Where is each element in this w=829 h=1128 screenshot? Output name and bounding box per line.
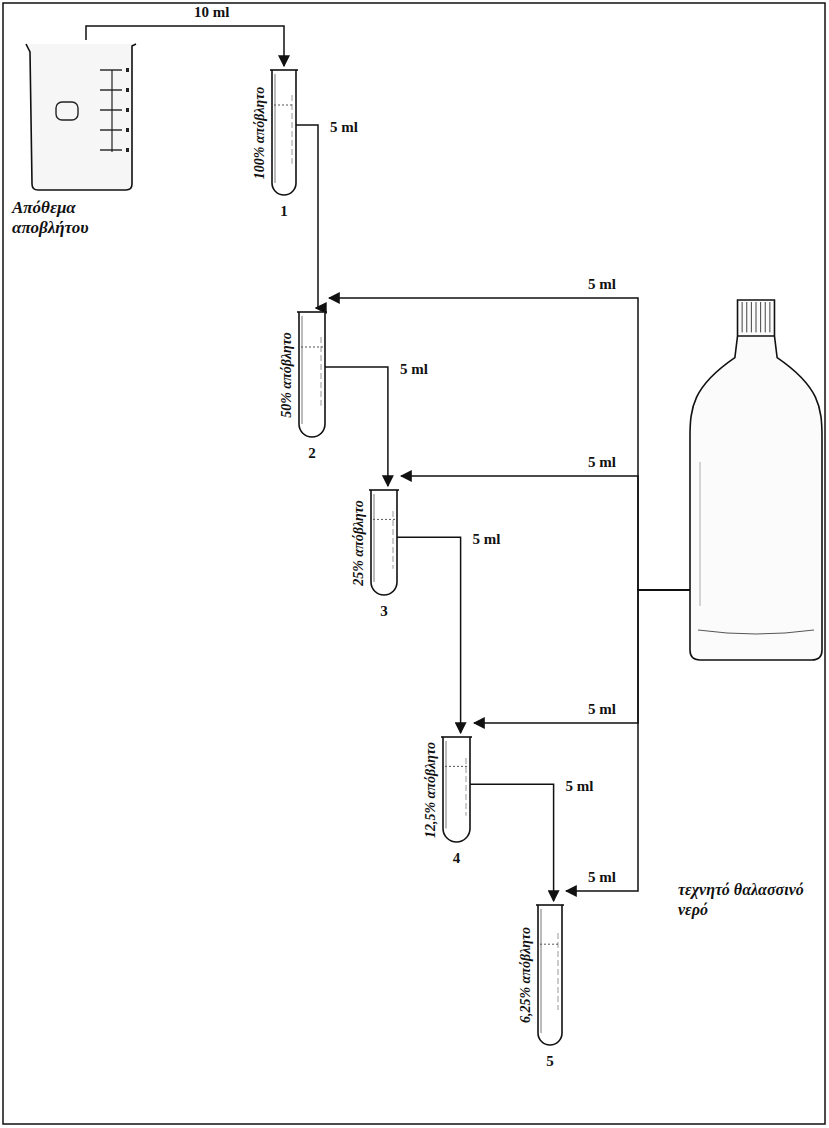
test-tube: 6,25% απόβλητο5	[538, 905, 562, 1045]
test-tube: 50% απόβλητο2	[299, 312, 325, 437]
volume-label: 5 ml	[471, 531, 503, 548]
volume-label: 5 ml	[586, 701, 618, 718]
volume-label: 5 ml	[586, 276, 618, 293]
tube-number: 2	[308, 445, 316, 462]
transfer-arrow	[296, 125, 318, 308]
transfer-arrow	[397, 537, 461, 733]
tube-outline	[443, 737, 470, 842]
tube-outline	[299, 312, 325, 437]
tube-number: 1	[280, 203, 288, 220]
seawater-bottle: τεχνητό θαλασσινό νερό	[690, 300, 822, 660]
tube-outline	[272, 70, 296, 195]
tube-outline	[371, 490, 397, 595]
transfer-arrow	[470, 784, 554, 901]
volume-label: 5 ml	[398, 361, 430, 378]
tube-outline	[538, 905, 562, 1045]
concentration-label: 50% απόβλητο	[279, 332, 295, 418]
test-tube: 25% απόβλητο3	[371, 490, 397, 595]
test-tube: 100% απόβλητο1	[272, 70, 296, 195]
concentration-label: 6,25% απόβλητο	[518, 927, 534, 1023]
transfer-arrow	[401, 476, 690, 590]
stock-label: Απόθεμα αποβλήτου	[12, 198, 132, 238]
transfer-arrow	[325, 367, 388, 486]
test-tube: 12,5% απόβλητο4	[443, 737, 470, 842]
seawater-label: τεχνητό θαλασσινό νερό	[678, 880, 818, 920]
volume-label: 10 ml	[192, 4, 231, 21]
concentration-label: 100% απόβλητο	[252, 86, 268, 179]
volume-label: 5 ml	[328, 119, 360, 136]
bottle-outline	[690, 300, 822, 660]
volume-label: 5 ml	[586, 869, 618, 886]
volume-label: 5 ml	[564, 778, 596, 795]
concentration-label: 12,5% απόβλητο	[423, 741, 439, 837]
transfer-arrow	[474, 590, 690, 723]
tube-number: 5	[546, 1053, 554, 1070]
volume-label: 5 ml	[586, 454, 618, 471]
border-rect	[3, 3, 825, 1124]
beaker-outline	[20, 40, 140, 190]
transfer-arrow	[566, 590, 690, 891]
concentration-label: 25% απόβλητο	[351, 500, 367, 586]
tube-number: 3	[380, 603, 388, 620]
stock-beaker: Απόθεμα αποβλήτου	[20, 40, 140, 190]
tube-number: 4	[453, 850, 461, 867]
